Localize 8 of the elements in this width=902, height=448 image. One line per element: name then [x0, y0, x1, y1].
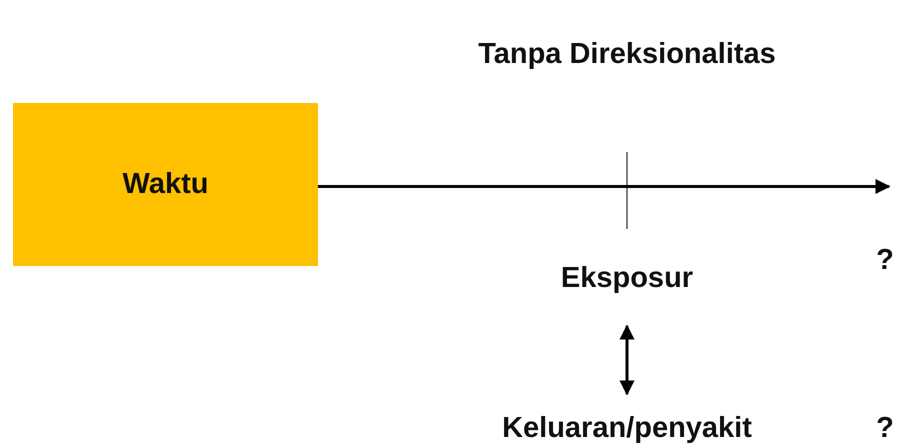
label-text: ?	[875, 410, 895, 446]
label-text: Tanpa Direksionalitas	[477, 36, 777, 72]
node-text: Keluaran/penyakit	[437, 408, 817, 448]
double-arrow	[620, 324, 634, 396]
node-text: Eksposur	[527, 258, 727, 298]
label-text: ?	[875, 242, 895, 278]
time-box: Waktu	[13, 103, 318, 266]
arrow	[318, 179, 890, 194]
